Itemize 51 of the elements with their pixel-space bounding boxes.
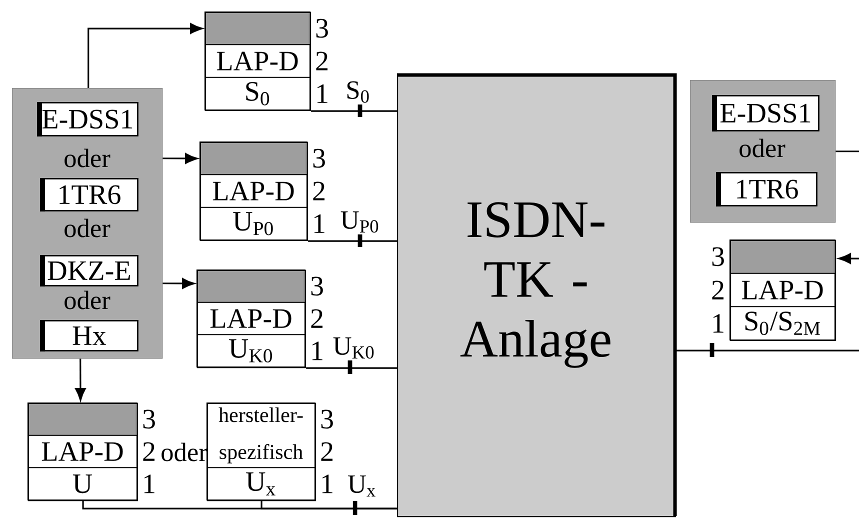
layer-number: 3 bbox=[313, 148, 325, 168]
connector-word: oder bbox=[740, 138, 786, 158]
layer-number: 1 bbox=[317, 84, 328, 103]
layer-number: 3 bbox=[311, 276, 323, 296]
connector-line bbox=[836, 150, 859, 152]
protocol-box: E-DSS1 bbox=[712, 95, 820, 132]
protocol-box: DKZ-E bbox=[40, 255, 138, 286]
interface-label: U$_{P0}$ bbox=[338, 210, 382, 234]
layer-number: 3 bbox=[712, 247, 724, 266]
connector-line bbox=[308, 240, 397, 242]
layer-number: 3 bbox=[321, 410, 333, 429]
connector-line bbox=[260, 501, 397, 510]
connector-line bbox=[88, 23, 203, 88]
layer-number: 2 bbox=[316, 52, 328, 70]
layer-number: 3 bbox=[143, 410, 155, 429]
layer-number: 1 bbox=[314, 214, 324, 233]
interface-label: U$_{K0}$ bbox=[331, 336, 377, 360]
layer-number: 2 bbox=[321, 442, 332, 461]
layer-number: 1 bbox=[312, 342, 322, 360]
connector-word: oder bbox=[64, 290, 110, 310]
layer-number: 1 bbox=[144, 474, 154, 494]
connector-word: oder bbox=[64, 148, 110, 168]
layer-number: 3 bbox=[316, 18, 328, 38]
interface-label: U$_{x}$ bbox=[346, 474, 378, 498]
layer-stack: hersteller- spezifisch U$_{x}$ bbox=[206, 402, 316, 502]
layer-stack: LAP-D S$_{0}$/S$_{2M}$ bbox=[729, 239, 836, 342]
layer-number: 2 bbox=[313, 182, 324, 200]
layer-stack: LAP-D S$_{0}$ bbox=[204, 11, 312, 112]
interface-label: S$_{0}$ bbox=[344, 80, 372, 104]
connector-line bbox=[162, 153, 198, 164]
layer-number: 1 bbox=[322, 474, 332, 494]
connector-line bbox=[306, 367, 397, 369]
layer-stack: LAP-D U$_{P0}$ bbox=[199, 141, 308, 242]
layer-number: 2 bbox=[712, 280, 724, 300]
system-block: ISDN- TK - Anlage bbox=[397, 73, 677, 518]
connector-line bbox=[838, 253, 859, 264]
layer-stack: LAP-D U$_{K0}$ bbox=[196, 269, 306, 368]
layer-number: 2 bbox=[143, 442, 154, 461]
layer-stack: LAP-D U bbox=[27, 402, 138, 502]
connector-line bbox=[162, 278, 195, 289]
protocol-box: 1TR6 bbox=[716, 172, 818, 206]
protocol-box: E-DSS1 bbox=[37, 102, 138, 136]
layer-number: 2 bbox=[311, 309, 322, 328]
protocol-box: 1TR6 bbox=[40, 178, 138, 212]
connector-line bbox=[676, 350, 859, 352]
connector-line bbox=[75, 358, 86, 401]
protocol-box: Hx bbox=[40, 320, 138, 352]
connector-word: oder bbox=[162, 442, 208, 462]
connector-word: oder bbox=[64, 218, 110, 238]
connector-line bbox=[311, 110, 397, 112]
layer-number: 1 bbox=[713, 314, 724, 333]
